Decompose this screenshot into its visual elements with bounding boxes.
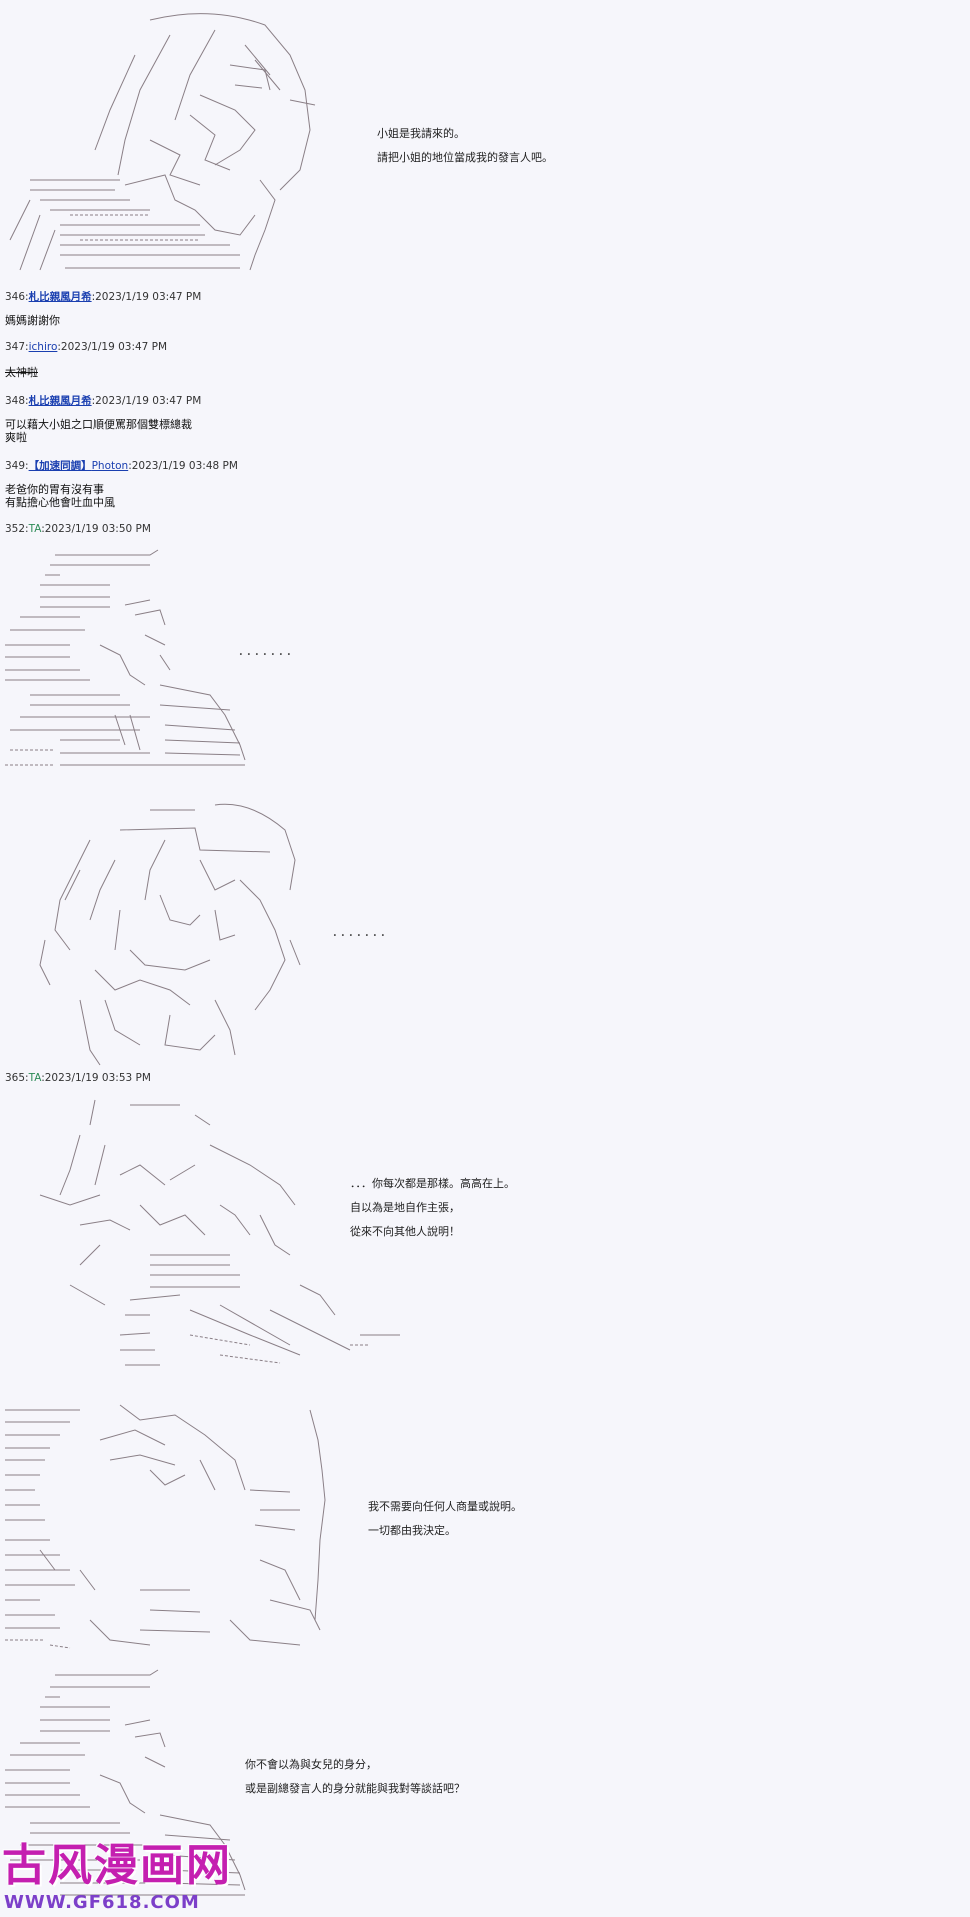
dialogue-2: ．．．你每次都是那樣。高高在上。 自以為是地自作主張， 從來不向其他人說明！ [350,1172,515,1244]
dialogue-line: 或是副總發言人的身分就能與我對等談話吧？ [245,1782,465,1795]
poster-name-link[interactable]: ichiro [28,341,58,353]
dialogue-line: 請把小姐的地位當成我的發言人吧。 [377,151,553,164]
watermark-title: 古风漫画网 [2,1840,232,1891]
post-header-349: 349:【加速同調】Photon:2023/1/19 03:48 PM [5,458,238,473]
poster-name-link-2[interactable]: Photon [91,460,129,472]
post-header-346: 346:札比親風月希:2023/1/19 03:47 PM [5,289,201,304]
post-date: :2023/1/19 03:47 PM [57,341,168,353]
post-number: 346: [5,291,29,303]
ascii-art-2 [0,545,260,780]
post-body-346: 媽媽謝謝你 [5,314,60,327]
post-date: :2023/1/19 03:47 PM [91,395,202,407]
post-line: 媽媽謝謝你 [5,314,60,327]
ascii-art-3 [20,800,310,1070]
dialogue-4: 你不會以為與女兒的身分， 或是副總發言人的身分就能與我對等談話吧？ [245,1753,465,1801]
post-number: 348: [5,395,29,407]
post-date: :2023/1/19 03:47 PM [91,291,202,303]
post-number: 349: [5,460,29,472]
post-line: 太神啦 [5,366,38,379]
dialogue-line: 自以為是地自作主張， [350,1201,460,1214]
post-date: :2023/1/19 03:48 PM [128,460,238,472]
dialogue-line: 我不需要向任何人商量或說明。 [368,1500,522,1513]
poster-name-link[interactable]: 【加速同調】 [28,460,92,472]
poster-name: TA [28,523,42,535]
ellipsis-1: ．．．．．．． [238,644,301,658]
ellipsis-2: ．．．．．．． [332,925,395,939]
post-body-348: 可以藉大小姐之口順便罵那個雙標總裁 爽啦 [5,418,192,444]
dialogue-line: 一切都由我決定。 [368,1524,456,1537]
post-date: :2023/1/19 03:53 PM [41,1072,151,1084]
post-header-347: 347:ichiro:2023/1/19 03:47 PM [5,341,167,353]
post-body-349: 老爸你的胃有沒有事 有點擔心他會吐血中風 [5,483,115,509]
post-line: 爽啦 [5,431,27,444]
post-header-365: 365:TA:2023/1/19 03:53 PM [5,1072,151,1084]
post-number: 365: [5,1072,29,1084]
watermark-url: WWW.GF618.COM [4,1892,200,1913]
dialogue-line: ．．．你每次都是那樣。高高在上。 [350,1177,515,1190]
post-number: 352: [5,523,29,535]
post-line: 可以藉大小姐之口順便罵那個雙標總裁 [5,418,192,431]
poster-name-link[interactable]: 札比親風月希 [28,395,92,407]
ascii-art-5 [0,1400,340,1660]
dialogue-line: 從來不向其他人說明！ [350,1225,460,1238]
dialogue-3: 我不需要向任何人商量或說明。 一切都由我決定。 [368,1495,522,1543]
poster-name-link[interactable]: 札比親風月希 [28,291,92,303]
post-line: 有點擔心他會吐血中風 [5,496,115,509]
dialogue-line: 你不會以為與女兒的身分， [245,1758,377,1771]
ascii-art-4 [20,1095,420,1385]
post-header-348: 348:札比親風月希:2023/1/19 03:47 PM [5,393,201,408]
ascii-art-6 [0,1665,260,1915]
ascii-art-1 [0,0,340,285]
post-body-347: 太神啦 [5,366,38,379]
dialogue-1: 小姐是我請來的。 請把小姐的地位當成我的發言人吧。 [377,122,553,170]
post-date: :2023/1/19 03:50 PM [41,523,151,535]
dialogue-line: 小姐是我請來的。 [377,127,465,140]
post-header-352: 352:TA:2023/1/19 03:50 PM [5,523,151,535]
post-line: 老爸你的胃有沒有事 [5,483,104,496]
post-number: 347: [5,341,29,353]
poster-name: TA [28,1072,42,1084]
site-watermark: 古风漫画网 WWW.GF618.COM [0,1840,260,1917]
